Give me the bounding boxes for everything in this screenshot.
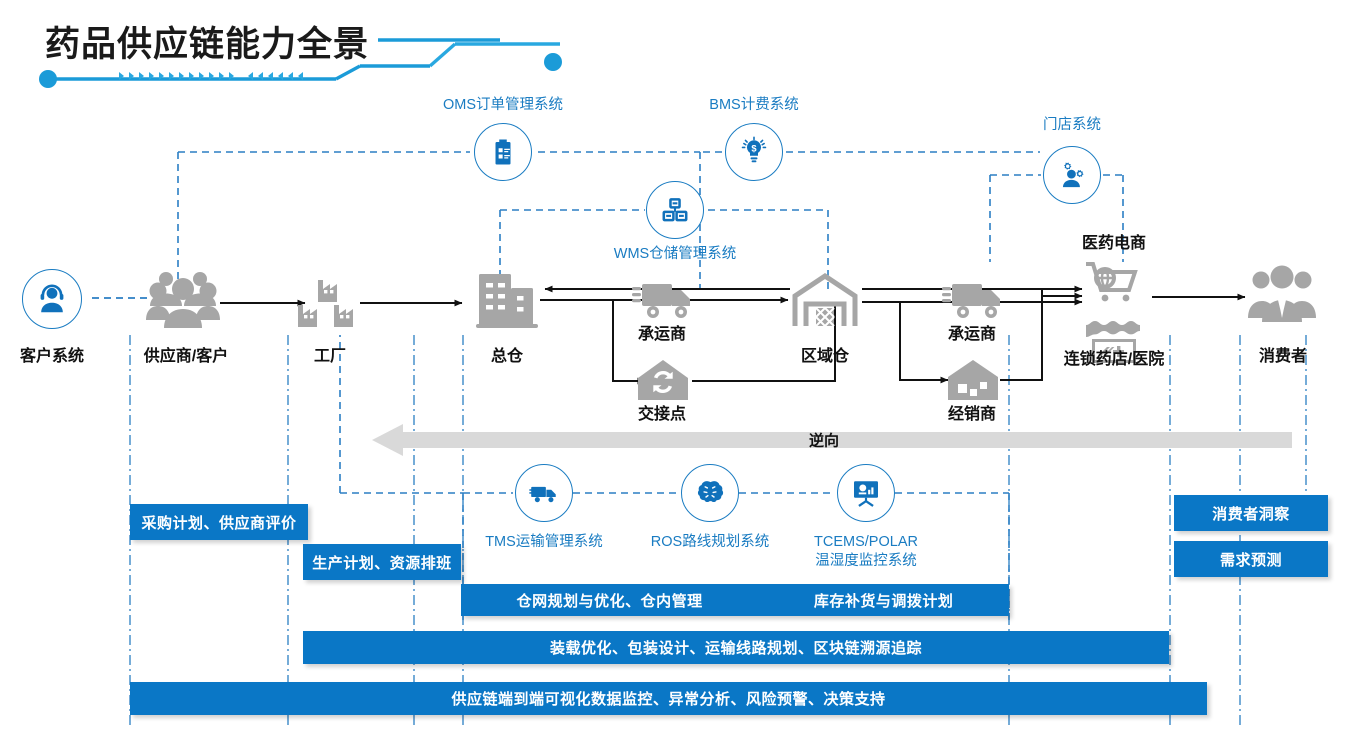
system-label-wms: WMS仓储管理系统 [613, 246, 737, 262]
capability-bar-warehouse-planning-label-1: 仓网规划与优化、仓内管理 [516, 592, 703, 610]
lightbulb-dollar-icon[interactable]: $ [725, 123, 783, 181]
headset-person-icon[interactable] [22, 269, 82, 329]
warehouse-icon[interactable] [790, 272, 860, 330]
system-label-bms: BMS计费系统 [709, 97, 799, 113]
node-label-pharmacy: 连锁药店/医院 [1063, 351, 1165, 368]
capability-bar-warehouse-planning[interactable]: 仓网规划与优化、仓内管理 库存补货与调拨计划 [461, 584, 1009, 616]
system-label-tcems: TCEMS/POLAR 温湿度监控系统 [814, 533, 918, 571]
house-refresh-icon[interactable] [636, 358, 690, 402]
node-label-carrier-2: 承运商 [947, 326, 997, 343]
capability-bar-procurement[interactable]: 采购计划、供应商评价 [130, 504, 308, 540]
system-label-store: 门店系统 [1043, 117, 1101, 133]
person-gears-icon[interactable] [1043, 146, 1101, 204]
node-label-customer-system: 客户系统 [19, 348, 85, 365]
node-label-dealer: 经销商 [947, 406, 997, 423]
reverse-flow-label: 逆向 [808, 432, 840, 450]
system-label-tcems-line2: 温湿度监控系统 [815, 553, 917, 569]
node-label-carrier-1: 承运商 [637, 326, 687, 343]
node-label-consumer: 消费者 [1258, 348, 1308, 365]
capability-bar-demand-forecast-label: 需求预测 [1219, 551, 1282, 569]
factory-icon[interactable] [296, 272, 362, 328]
capability-bar-warehouse-planning-label-2: 库存补货与调拨计划 [813, 592, 954, 610]
brain-icon[interactable] [681, 464, 739, 522]
system-label-oms: OMS订单管理系统 [442, 97, 564, 113]
office-building-icon[interactable] [473, 272, 541, 330]
capability-bar-consumer-insight[interactable]: 消费者洞察 [1174, 495, 1328, 531]
pharmacy-shop-icon[interactable] [1084, 313, 1144, 365]
system-label-tcems-line1: TCEMS/POLAR [814, 534, 918, 550]
boxes-icon[interactable] [646, 181, 704, 239]
arrow-dealer-up [1000, 290, 1043, 381]
presentation-chart-icon[interactable] [837, 464, 895, 522]
node-label-handover: 交接点 [637, 406, 687, 423]
system-connectors [177, 151, 1124, 620]
capability-bar-transport-planning[interactable]: 装载优化、包装设计、运输线路规划、区块链溯源追踪 [303, 631, 1169, 664]
node-label-supplier: 供应商/客户 [143, 348, 229, 365]
system-label-ros: ROS路线规划系统 [650, 534, 770, 550]
capability-bar-visibility-label: 供应链端到端可视化数据监控、异常分析、风险预警、决策支持 [451, 691, 886, 708]
truck-icon[interactable] [515, 464, 573, 522]
shopping-cart-globe-icon[interactable] [1083, 258, 1145, 306]
node-label-regional-warehouse: 区域仓 [800, 348, 850, 365]
arrow-handover-regional [692, 303, 836, 382]
node-label-central-warehouse: 总仓 [490, 348, 524, 365]
delivery-truck-icon[interactable] [632, 278, 694, 324]
arrow-central-handover [612, 300, 646, 385]
arrow-regional-dealer [899, 302, 949, 384]
capability-bar-visibility[interactable]: 供应链端到端可视化数据监控、异常分析、风险预警、决策支持 [130, 682, 1207, 715]
small-warehouse-icon[interactable] [946, 358, 1000, 402]
node-label-ecommerce: 医药电商 [1081, 235, 1147, 252]
capability-bar-transport-planning-label: 装载优化、包装设计、运输线路规划、区块链溯源追踪 [549, 640, 922, 657]
delivery-truck-icon[interactable] [942, 278, 1004, 324]
capability-bar-production-label: 生产计划、资源排班 [312, 554, 452, 572]
svg-text:$: $ [751, 143, 757, 153]
capability-bar-procurement-label: 采购计划、供应商评价 [141, 514, 297, 532]
capability-bar-consumer-insight-label: 消费者洞察 [1212, 505, 1290, 523]
capability-bar-demand-forecast[interactable]: 需求预测 [1174, 541, 1328, 577]
people-group-icon[interactable] [146, 268, 220, 330]
reverse-flow-band [372, 424, 1292, 456]
consumers-icon[interactable] [1248, 264, 1316, 324]
header-decoration [39, 38, 562, 88]
capability-bar-production[interactable]: 生产计划、资源排班 [303, 544, 461, 580]
system-label-tms: TMS运输管理系统 [485, 534, 603, 550]
clipboard-icon[interactable] [474, 123, 532, 181]
node-label-factory: 工厂 [313, 348, 347, 365]
page-title: 药品供应链能力全景 [45, 25, 370, 64]
